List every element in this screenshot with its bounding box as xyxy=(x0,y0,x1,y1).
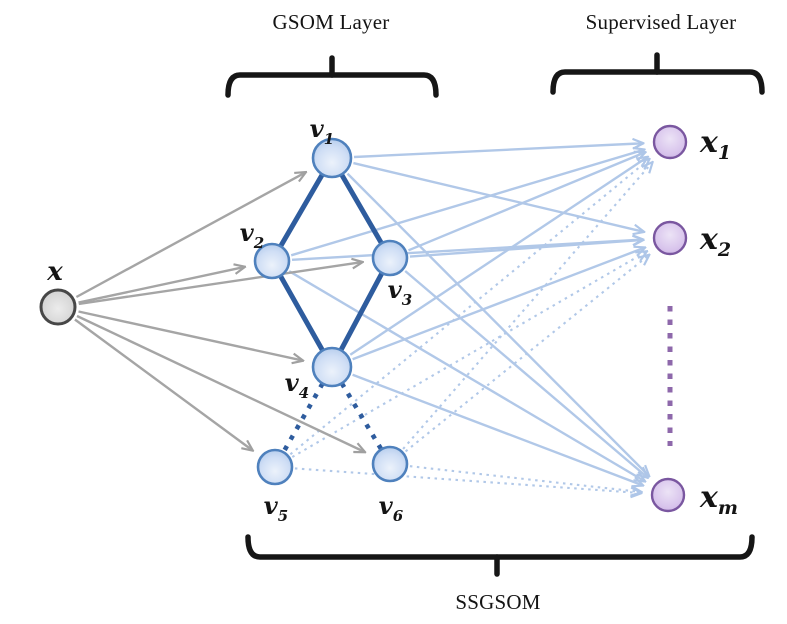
node-v4 xyxy=(311,346,353,388)
edge-v1-v3 xyxy=(339,171,384,246)
edge-v4-xm xyxy=(352,373,643,486)
node-x2 xyxy=(652,220,688,256)
label-v6: v6 xyxy=(379,491,404,525)
label-x2: x2 xyxy=(699,222,731,261)
node-v3 xyxy=(371,239,409,277)
edge-v2-xm xyxy=(288,270,645,481)
node-x xyxy=(39,288,77,326)
edge-x-v1 xyxy=(75,172,305,299)
edge-v4-x1 xyxy=(349,157,647,356)
edge-v6-x1 xyxy=(402,162,652,450)
edge-v1-v2 xyxy=(278,171,325,249)
edge-x-v3 xyxy=(78,262,363,306)
edge-v2-v4 xyxy=(277,273,326,353)
ssgsom-brace xyxy=(245,534,755,560)
gsom-layer-caption: GSOM Layer xyxy=(272,10,390,34)
label-x: x xyxy=(46,257,63,287)
label-v3: v3 xyxy=(388,275,412,309)
edge-x-v5 xyxy=(74,318,253,451)
edge-v5-x1 xyxy=(289,159,649,456)
edge-v4-v6 xyxy=(339,382,384,451)
edge-x-v6 xyxy=(76,314,365,452)
node-v5 xyxy=(256,448,294,486)
edge-v3-xm xyxy=(404,270,647,478)
gsom-layer-brace xyxy=(225,72,439,98)
edge-x-v4 xyxy=(78,310,303,361)
label-v5: v5 xyxy=(264,491,288,525)
label-xm: xm xyxy=(699,480,738,519)
edge-v4-x2 xyxy=(352,248,645,361)
node-x1 xyxy=(652,124,688,160)
supervised-layer-brace xyxy=(550,69,765,95)
label-v4: v4 xyxy=(285,368,309,402)
edge-v3-x2 xyxy=(409,240,643,258)
edge-v5-xm xyxy=(294,467,641,493)
edge-v6-x2 xyxy=(404,255,649,453)
edge-v1-x1 xyxy=(353,143,643,159)
edge-v6-xm xyxy=(409,465,641,492)
ssgsom-caption: SSGSOM xyxy=(455,590,541,614)
edge-v2-x1 xyxy=(290,150,644,257)
label-v1: v1 xyxy=(310,114,334,148)
supervised-layer-caption: Supervised Layer xyxy=(585,10,737,34)
label-x1: x1 xyxy=(699,125,731,164)
edge-v3-x1 xyxy=(408,152,646,252)
node-v1 xyxy=(311,137,353,179)
node-xm xyxy=(650,477,686,513)
node-v6 xyxy=(371,445,409,483)
edge-x-v2 xyxy=(78,267,245,304)
edge-v1-x2 xyxy=(353,161,643,232)
label-v2: v2 xyxy=(240,218,264,252)
edge-v3-v4 xyxy=(338,270,385,353)
node-v2 xyxy=(253,242,291,280)
edge-v5-x2 xyxy=(291,252,646,458)
edge-v4-v5 xyxy=(281,382,325,454)
